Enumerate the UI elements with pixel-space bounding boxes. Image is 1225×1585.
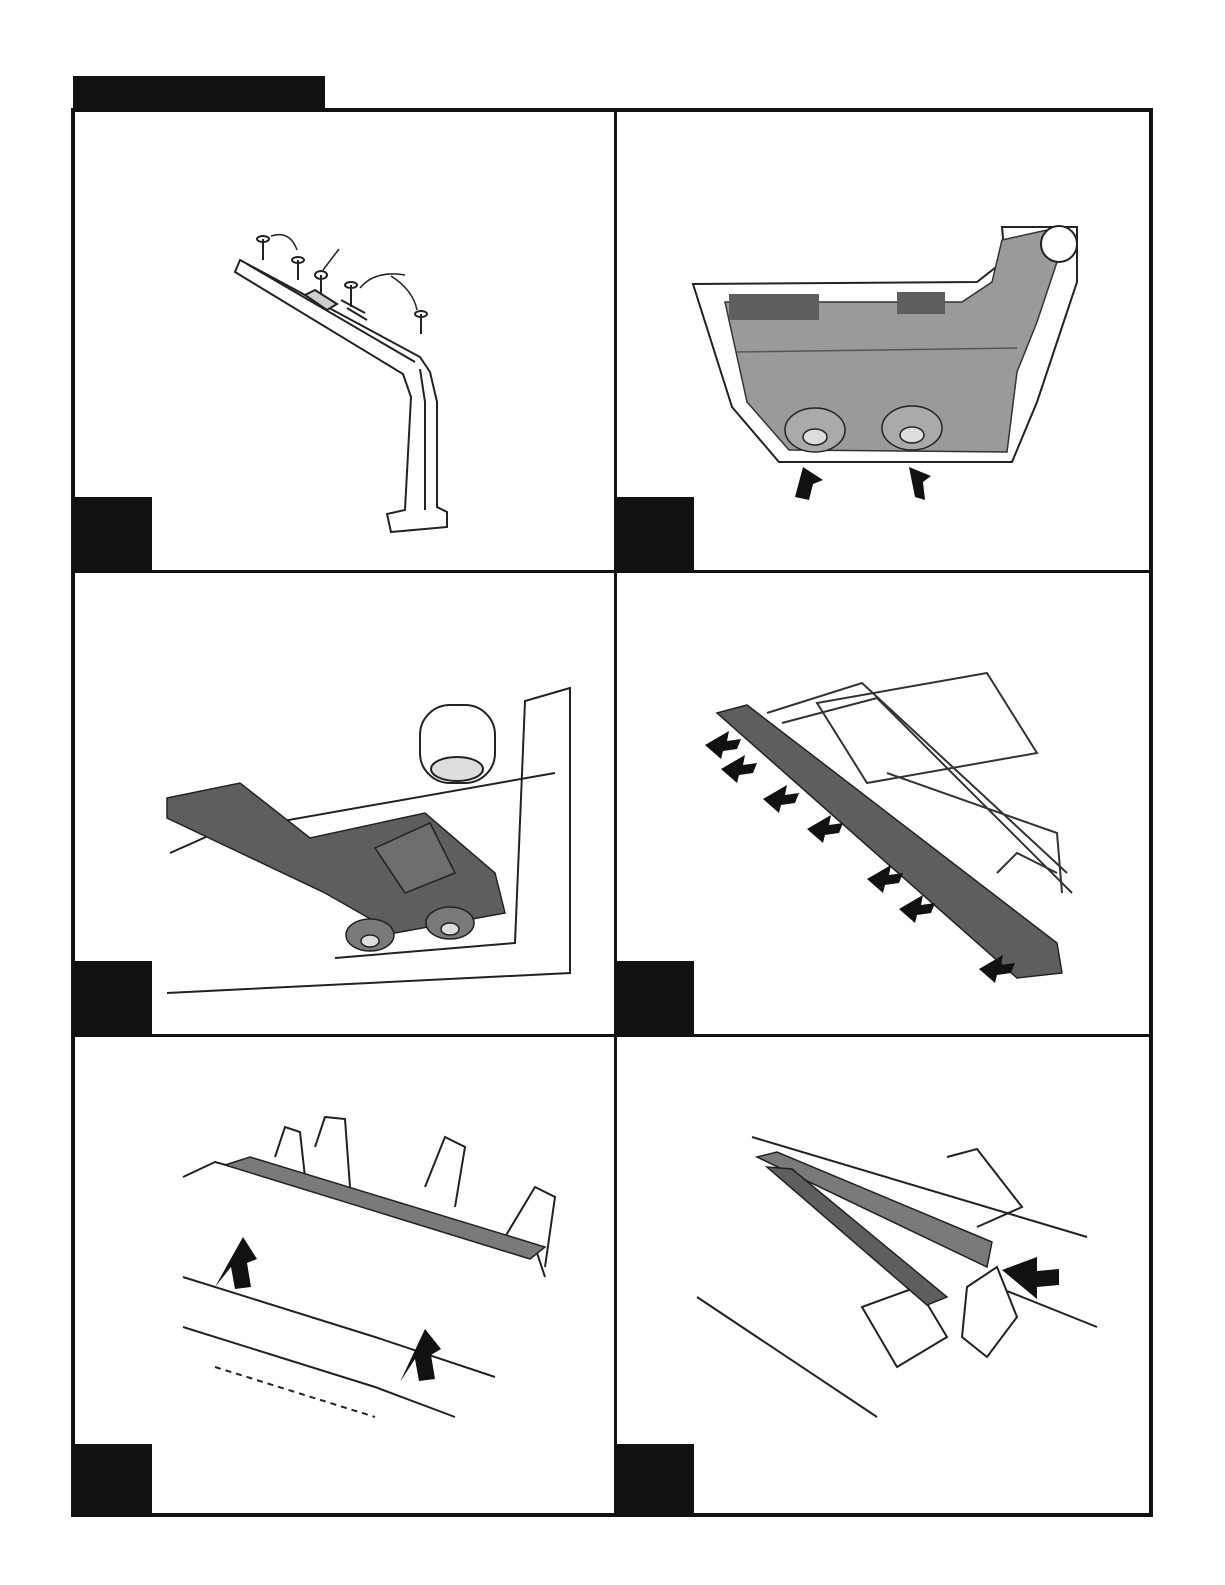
step-badge-1 — [75, 497, 152, 570]
dark-bracket-illustration — [75, 573, 614, 1034]
rail-fastener-illustration — [617, 573, 1153, 1034]
mounting-rail-illustration — [75, 112, 614, 570]
panel-3 — [75, 573, 614, 1034]
hands-peeling-strip-illustration — [617, 1037, 1153, 1517]
arrow-icon — [795, 467, 931, 500]
step-badge-4 — [617, 961, 694, 1034]
hands-pressing-strip-illustration — [75, 1037, 614, 1517]
arrow-icon — [271, 235, 417, 310]
panel-5 — [75, 1037, 614, 1517]
panel-4 — [617, 573, 1153, 1034]
section-header-tab — [73, 76, 325, 110]
arrow-icon — [705, 731, 1015, 983]
panel-6 — [617, 1037, 1153, 1517]
step-badge-3 — [75, 961, 152, 1034]
underside-bracket-illustration — [617, 112, 1153, 570]
panel-1 — [75, 112, 614, 570]
step-badge-2 — [617, 497, 694, 570]
instruction-grid — [71, 108, 1153, 1517]
step-badge-6 — [617, 1444, 694, 1517]
arrow-icon — [215, 1237, 441, 1382]
panel-2 — [617, 112, 1153, 570]
step-badge-5 — [75, 1444, 152, 1517]
